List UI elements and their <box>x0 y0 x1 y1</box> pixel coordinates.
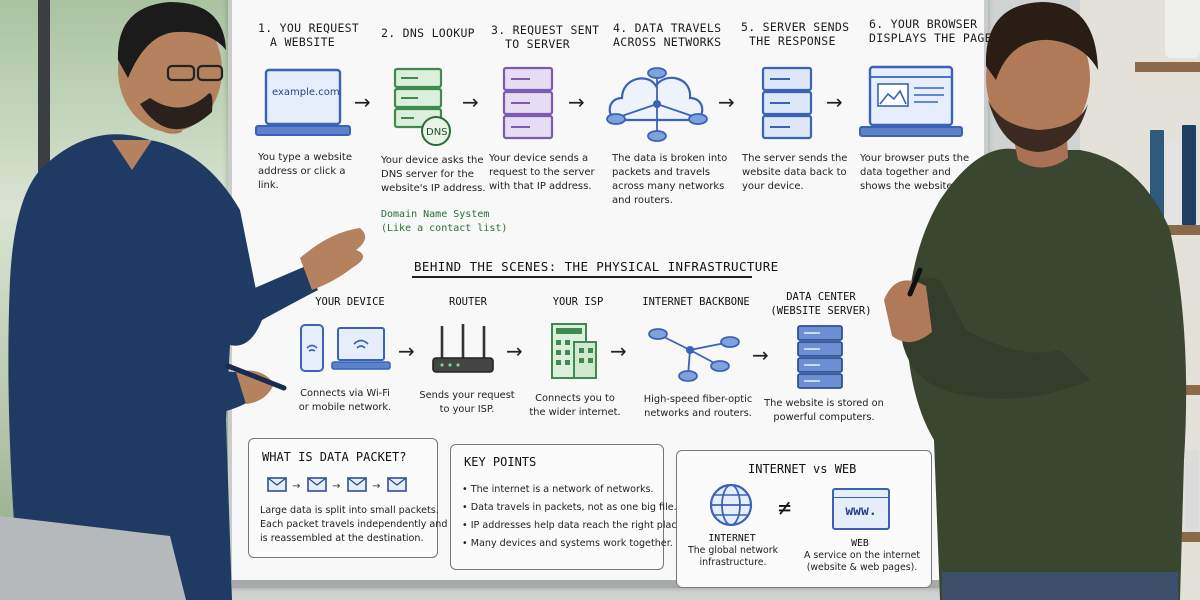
arrow-right-icon: → <box>462 90 479 114</box>
browser-laptop-icon <box>859 65 963 137</box>
svg-text:→: → <box>292 481 300 492</box>
packet-envelopes-icon: → → → <box>267 477 407 492</box>
book <box>1166 140 1180 225</box>
data-packet-title: WHAT IS DATA PACKET? <box>262 450 407 464</box>
bookshelf <box>1135 62 1200 72</box>
internet-label: INTERNET <box>708 533 756 544</box>
arrow-right-icon: → <box>718 90 735 114</box>
request-server-icon <box>502 66 554 140</box>
book <box>1185 450 1199 532</box>
dns-badge-text: DNS <box>426 127 448 138</box>
arrow-right-icon: → <box>398 339 415 363</box>
title-underline <box>412 276 752 278</box>
svg-text:→: → <box>332 481 340 492</box>
presenter-right <box>884 2 1187 600</box>
whiteboard-tray <box>232 580 984 588</box>
svg-text:→: → <box>372 481 380 492</box>
dns-server-icon: DNS <box>393 67 451 146</box>
infra-router-title: Router <box>449 296 487 308</box>
data-center-icon <box>797 325 843 389</box>
isp-building-icon <box>551 323 597 379</box>
arrow-right-icon: → <box>752 343 769 367</box>
router-icon <box>432 324 494 373</box>
step-3-title: 3. Request sentto server <box>491 23 600 51</box>
laptop-icon: example.com <box>255 68 351 136</box>
step-2-title: 2. DNS lookup <box>381 26 475 40</box>
infra-backbone-title: Internet backbone <box>642 296 750 308</box>
arrow-right-icon: → <box>568 90 585 114</box>
network-cloud-icon <box>606 67 708 142</box>
plant-pot <box>1165 0 1200 58</box>
infra-datacenter-title: Data center(website server) <box>770 291 872 317</box>
arrow-right-icon: → <box>610 339 627 363</box>
arrow-right-icon: → <box>826 90 843 114</box>
response-server-icon <box>761 66 813 140</box>
arrow-right-icon: → <box>506 339 523 363</box>
laptop-url-text: example.com <box>272 87 340 98</box>
key-points-list: • The internet is a network of networks.… <box>462 484 686 549</box>
step-1-title: 1. You requesta website <box>258 21 360 49</box>
arrow-right-icon: → <box>354 90 371 114</box>
internet-vs-web-title: INTERNET vs WEB <box>748 462 857 476</box>
infra-isp-title: Your ISP <box>552 296 604 308</box>
www-text: www. <box>845 504 877 519</box>
dns-note: Domain Name System(Like a contact list) <box>381 209 508 234</box>
backbone-network-icon <box>648 328 740 382</box>
presenter-left <box>0 2 366 600</box>
infrastructure-section-title: BEHIND THE SCENES: THE PHYSICAL INFRASTR… <box>414 259 779 274</box>
phone-and-laptop-icon <box>300 324 391 372</box>
step-6-title: 6. Your browserdisplays the page <box>869 17 992 45</box>
book <box>1182 125 1196 225</box>
key-points-title: KEY POINTS <box>464 455 537 469</box>
web-label: WEB <box>851 538 869 549</box>
www-browser-icon: www. <box>832 488 890 530</box>
not-equal-sign: ≠ <box>778 496 792 521</box>
key-points-box <box>450 444 664 570</box>
globe-icon <box>709 483 753 527</box>
web-description: A service on the internet(website & web … <box>803 550 921 573</box>
data-packet-box <box>248 438 438 558</box>
infra-device-title: Your device <box>315 296 385 308</box>
data-packet-text: Large data is split into small packets.E… <box>260 505 448 544</box>
